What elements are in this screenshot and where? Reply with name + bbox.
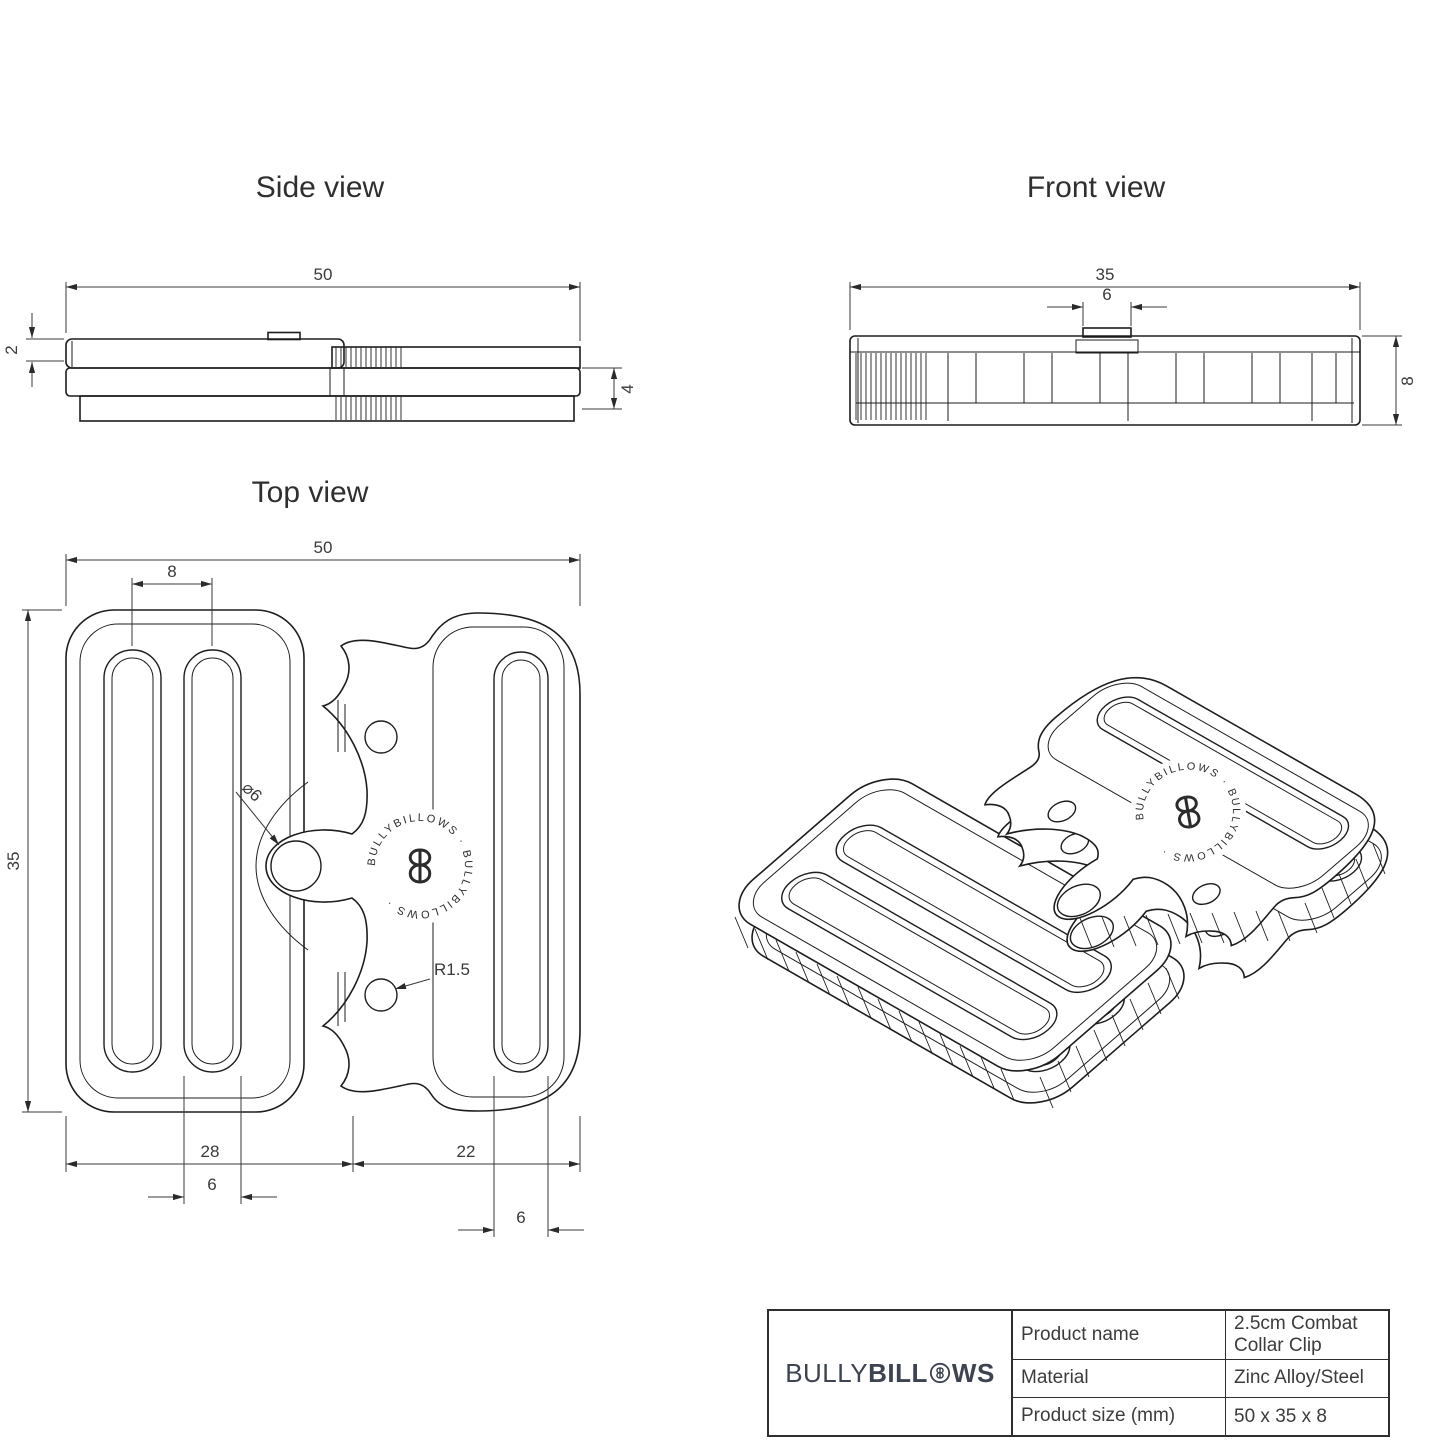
- front-view-drawing: 35 6 8: [849, 265, 1417, 426]
- brand-logo-ws: WS: [951, 1357, 995, 1388]
- material-label: Material: [1013, 1359, 1226, 1397]
- product-name-value: 2.5cm Combat Collar Clip: [1234, 1313, 1358, 1356]
- title-block-rows: Product name 2.5cm Combat Collar Clip Ma…: [1013, 1311, 1388, 1435]
- front-dim-width: 35: [1096, 265, 1115, 284]
- side-dim-plate: 4: [618, 384, 637, 393]
- front-dim-height: 8: [1398, 376, 1417, 385]
- product-size-label: Product size (mm): [1013, 1397, 1226, 1435]
- top-dim-adjuster-length: 28: [201, 1142, 220, 1161]
- side-view-drawing: 50 2 4: [2, 265, 637, 422]
- isometric-view-drawing: [720, 659, 1415, 1116]
- material-value: Zinc Alloy/Steel: [1234, 1367, 1364, 1389]
- product-name-label: Product name: [1013, 1311, 1226, 1359]
- side-view-title: Side view: [256, 171, 385, 204]
- top-dim-slot-left: 6: [207, 1175, 216, 1194]
- front-view-title: Front view: [1027, 171, 1166, 204]
- title-block-row: Material Zinc Alloy/Steel: [1013, 1359, 1388, 1398]
- top-dim-corner-radius: R1.5: [434, 960, 470, 979]
- side-dim-lip: 2: [2, 345, 21, 354]
- top-dim-slot-right: 6: [516, 1208, 525, 1227]
- top-dim-slot-pitch: 8: [167, 562, 176, 581]
- top-dim-clip-length: 22: [457, 1142, 476, 1161]
- title-block-row: Product size (mm) 50 x 35 x 8: [1013, 1397, 1388, 1435]
- top-view-title: Top view: [252, 476, 369, 509]
- brand-o-mark-icon: [929, 1362, 950, 1384]
- brand-logo-bill: BILL: [868, 1357, 928, 1388]
- title-block-row: Product name 2.5cm Combat Collar Clip: [1013, 1311, 1388, 1360]
- top-dim-width: 35: [4, 852, 23, 871]
- front-dim-tab: 6: [1102, 285, 1111, 304]
- product-size-value: 50 x 35 x 8: [1234, 1405, 1327, 1427]
- top-view-drawing: 50 8 35 28 22 6 6 ⌀6 R1.5: [4, 538, 584, 1237]
- side-dim-length: 50: [314, 265, 333, 284]
- top-dim-length: 50: [314, 538, 333, 557]
- brand-logo-bully: BULLY: [785, 1357, 869, 1388]
